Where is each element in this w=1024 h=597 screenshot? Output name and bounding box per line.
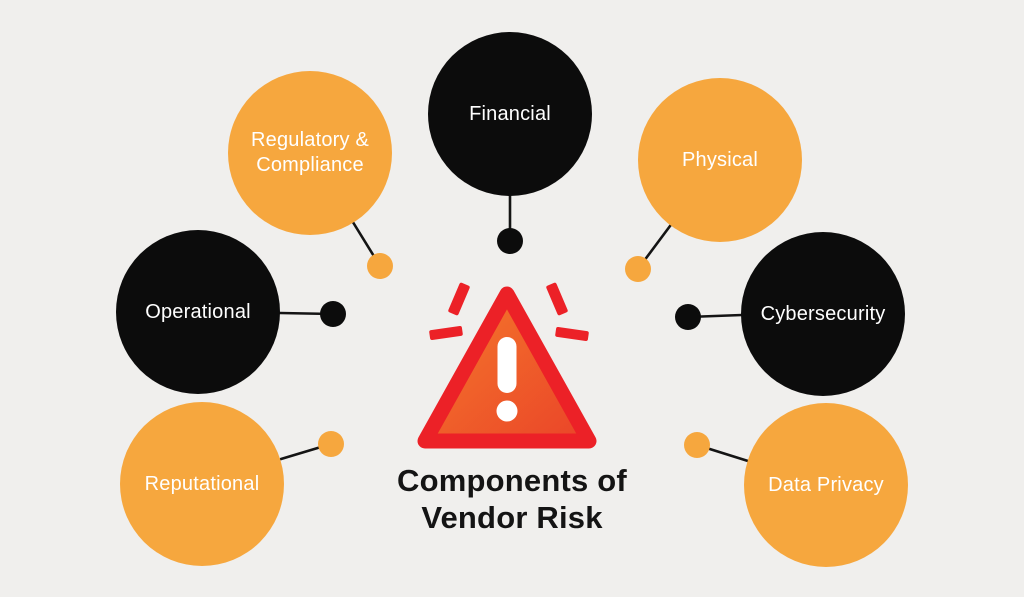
dot-financial — [497, 228, 523, 254]
alert-spark-dashes — [429, 282, 589, 341]
risk-label-operational: Operational — [145, 300, 251, 323]
risk-label-reputational: Reputational — [144, 472, 260, 495]
dot-regulatory-compliance — [367, 253, 393, 279]
page-title-line1: Components of — [397, 463, 627, 498]
page-title: Components of Vendor Risk — [0, 462, 1024, 536]
spark-upper-left — [448, 282, 470, 316]
risk-circle-reputational: Reputational — [120, 402, 284, 566]
spark-upper-right — [546, 282, 568, 316]
page-title-line2: Vendor Risk — [421, 500, 603, 535]
risk-label-financial: Financial — [469, 102, 551, 125]
risk-circle-cybersecurity: Cybersecurity — [741, 232, 905, 396]
exclamation-dot — [496, 400, 518, 422]
dot-reputational — [318, 431, 344, 457]
risk-label-regulatory-compliance: Regulatory & Compliance — [250, 129, 369, 176]
dot-data-privacy — [684, 432, 710, 458]
risk-circle-physical: Physical — [638, 78, 802, 242]
risk-circle-data-privacy: Data Privacy — [744, 403, 908, 567]
spark-lower-right — [555, 327, 589, 341]
dot-physical — [625, 256, 651, 282]
risk-label-physical: Physical — [681, 148, 759, 171]
risk-circle-financial: Financial — [428, 32, 592, 196]
connector-dots — [318, 228, 710, 458]
dot-operational — [320, 301, 346, 327]
warning-triangle-icon — [417, 282, 597, 449]
risk-circle-regulatory-compliance: Regulatory & Compliance — [228, 71, 392, 235]
risk-label-data-privacy: Data Privacy — [768, 473, 884, 496]
risk-circle-operational: Operational — [116, 230, 280, 394]
spark-lower-left — [429, 326, 463, 340]
connectors — [278, 194, 750, 463]
exclamation-bar — [497, 337, 517, 393]
dot-cybersecurity — [675, 304, 701, 330]
risk-label-cybersecurity: Cybersecurity — [760, 302, 886, 325]
